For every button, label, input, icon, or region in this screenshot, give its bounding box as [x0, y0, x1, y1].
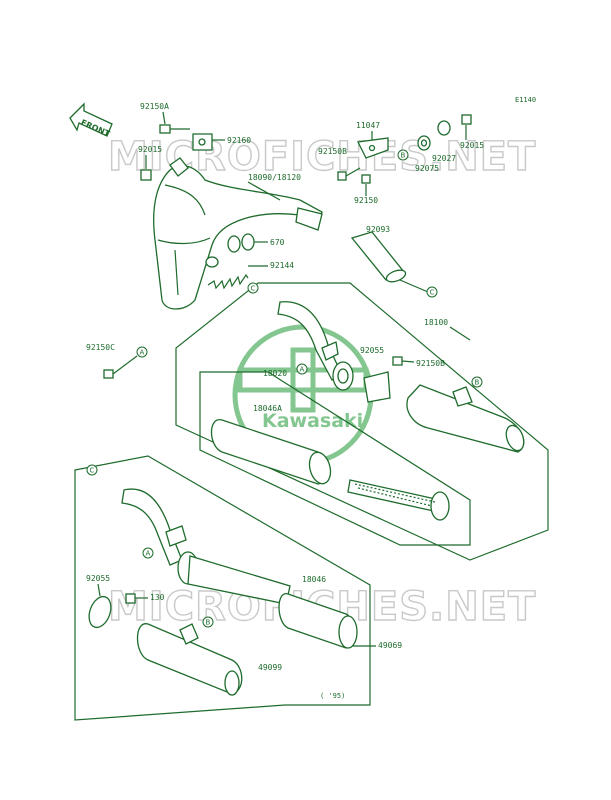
part-130: 130 — [150, 593, 165, 602]
silencer-body-lower — [136, 623, 243, 696]
part-670: 670 — [270, 238, 285, 247]
part-92075: 92075 — [415, 164, 439, 173]
part-92160: 92160 — [227, 136, 251, 145]
part-92150: 92150 — [354, 196, 378, 205]
part-92093: 92093 — [366, 225, 390, 234]
inner-core-outline — [199, 371, 471, 546]
gasket-92055-lower — [88, 595, 112, 629]
year-note: ( '95) — [320, 692, 345, 700]
spring-92144 — [205, 256, 249, 290]
svg-text:A: A — [140, 349, 145, 357]
grommet-92027 — [437, 120, 451, 136]
bolt-92150c — [103, 355, 138, 379]
part-92015-left: 92015 — [138, 145, 162, 154]
part-92027: 92027 — [432, 154, 456, 163]
kawasaki-logo-text: Kawasaki — [262, 410, 363, 432]
callout-c-top: C — [426, 286, 438, 298]
svg-text:B: B — [401, 152, 406, 160]
part-18100: 18100 — [424, 318, 448, 327]
part-18046: 18046 — [302, 575, 326, 584]
lower-assembly-outline — [74, 455, 371, 721]
callout-b-top: B — [397, 149, 409, 161]
silencer-assembly-outline — [175, 282, 549, 561]
svg-text:A: A — [300, 366, 305, 374]
svg-text:C: C — [251, 285, 256, 293]
part-92055-lower: 92055 — [86, 574, 110, 583]
part-92144: 92144 — [270, 261, 294, 270]
gasket-rings — [227, 233, 255, 253]
bolt-92150b-top — [337, 167, 361, 181]
callout-c-mid: C — [247, 282, 259, 294]
callout-a-mid: A — [296, 363, 308, 375]
silencer-body-upper — [406, 384, 525, 453]
bolt-92150 — [361, 174, 371, 184]
svg-text:C: C — [90, 467, 95, 475]
bracket-11047 — [357, 137, 389, 159]
callout-a-lower: A — [142, 547, 154, 559]
svg-text:A: A — [146, 550, 151, 558]
bolt-92150a — [159, 124, 190, 134]
part-18020: 18020 — [263, 369, 287, 378]
front-arrow-icon: FRONT — [69, 102, 113, 139]
nut-130 — [125, 593, 136, 604]
callout-a-left: A — [136, 346, 148, 358]
part-92055-upper: 92055 — [360, 346, 384, 355]
page-code: E1140 — [515, 96, 536, 104]
part-11047: 11047 — [356, 121, 380, 130]
part-92015-right: 92015 — [460, 141, 484, 150]
callout-b-lower: B — [202, 616, 214, 628]
part-49099: 49099 — [258, 663, 282, 672]
part-49069: 49069 — [378, 641, 402, 650]
connector-pipe-92093 — [350, 231, 407, 283]
svg-text:B: B — [475, 379, 480, 387]
callout-c-lower: C — [86, 464, 98, 476]
part-18090-18120: 18090/18120 — [248, 173, 301, 182]
part-18046a: 18046A — [253, 404, 282, 413]
callout-b-mid: B — [471, 376, 483, 388]
part-92150a: 92150A — [140, 102, 169, 111]
gasket-92055-upper — [363, 371, 391, 403]
packing-18046a — [210, 419, 332, 485]
collar-92075 — [417, 135, 431, 151]
nut-92015-left — [140, 169, 152, 181]
svg-text:C: C — [430, 289, 435, 297]
svg-text:B: B — [206, 619, 211, 627]
packing-18046 — [278, 593, 358, 649]
expansion-chamber — [153, 157, 323, 310]
perforated-core-18020 — [347, 479, 450, 521]
bracket-92160 — [192, 133, 213, 151]
part-92150b-top: 92150B — [318, 147, 347, 156]
bolt-92150b-mid — [392, 356, 415, 366]
grommet-upper — [332, 361, 354, 391]
nut-92015-right — [461, 114, 472, 125]
part-92150b-mid: 92150B — [416, 359, 445, 368]
part-92150c: 92150C — [86, 343, 115, 352]
